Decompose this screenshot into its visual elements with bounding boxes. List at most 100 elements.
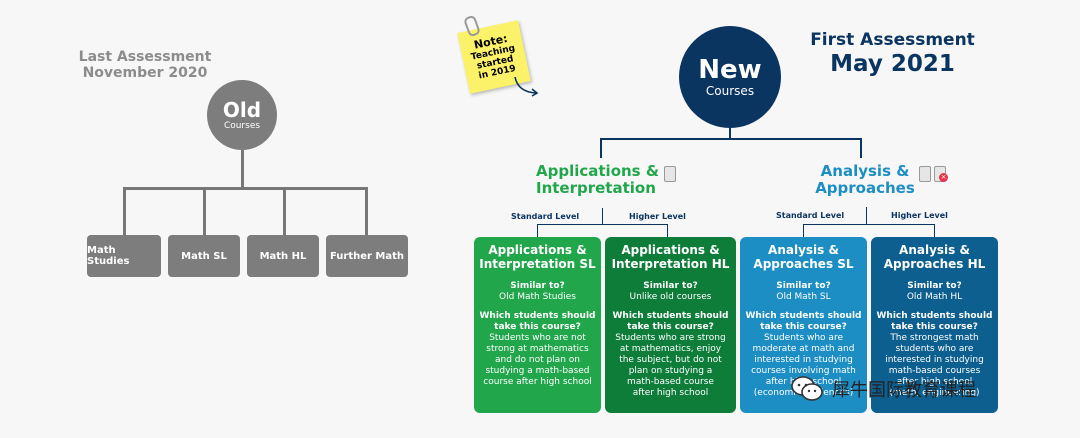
similar-answer: Old Math HL [906,292,963,302]
who-question-line: take this course? [627,322,714,332]
who-answer: Students who are strong at mathematics, … [610,333,731,399]
level-stub-ana-sl [803,224,804,237]
who-answer: The strongest math students who are inte… [876,333,993,399]
similar-question: Similar to? [907,281,962,291]
old-circle-title: Old [222,98,262,122]
who-question-line: Which students should [479,311,596,321]
old-trunk-line [241,150,244,188]
watermark-text: 犀牛国际教育课程 [832,380,976,401]
branch-ana-line-1: Analysis & [820,162,910,180]
note-arrow-icon [514,76,539,97]
who-question-line: Which students should [876,311,993,321]
branch-app-line-1: Applications & [536,162,659,180]
level-line-ana [803,224,934,225]
new-circle-title: New [698,55,762,85]
old-horizontal-line [123,187,368,190]
who-question-line: Which students should [745,311,862,321]
old-circle-subtitle: Courses [223,121,261,131]
similar-answer: Old Math SL [776,292,831,302]
level-line-app [537,224,667,225]
old-drop-line-1 [123,187,126,235]
who-answer-line: moderate at math and [752,344,855,354]
who-answer-line: (math, engineering) [889,388,980,398]
who-answer-line: Students who are not [489,333,586,343]
card-title-line: Analysis & [768,243,839,257]
old-course-math-sl: Math SL [168,235,240,277]
course-card-app-hl: Applications &Interpretation HL Similar … [605,237,736,413]
who-answer-line: at mathematics, enjoy [619,344,722,354]
who-answer-line: course after high school [483,377,592,387]
card-title: Applications &Interpretation HL [610,243,731,271]
who-answer: Students who are not strong at mathemati… [479,333,596,388]
new-courses-circle: New Courses [679,26,781,128]
old-drop-line-3 [283,187,286,235]
branch-app-line-2: Interpretation [536,179,656,197]
calculator-icon [919,166,931,182]
level-label-ana-hl: Higher Level [891,211,948,220]
old-course-further-math: Further Math [326,235,408,277]
branch-title-analysis: Analysis & Approaches [815,163,915,197]
branch-ana-line-2: Approaches [815,179,915,197]
who-answer-line: Students who are strong [615,333,726,343]
watermark: 犀牛国际教育课程 [790,372,1070,406]
new-drop-line-left [600,138,602,158]
course-card-ana-hl: Analysis &Approaches HL Similar to? Old … [871,237,998,413]
level-label-app-hl: Higher Level [629,212,686,221]
who-answer-line: interested in studying [754,355,853,365]
card-title-line: Interpretation SL [479,257,596,271]
card-title-line: Analysis & [899,243,970,257]
who-answer-line: interested in studying [885,355,984,365]
card-title-line: Approaches HL [883,257,986,271]
who-answer-line: students who are [895,344,974,354]
level-stub-app-hl [667,224,668,237]
new-trunk-line [729,128,731,139]
old-assessment-heading: Last Assessment November 2020 [70,49,220,81]
who-question-line: take this course? [760,322,847,332]
new-heading-line-2: May 2021 [830,51,955,77]
old-course-math-hl: Math HL [247,235,319,277]
who-answer-line: math-based course [627,377,714,387]
course-card-app-sl: Applications &Interpretation SL Similar … [474,237,601,413]
old-course-math-studies: Math Studies [87,235,161,277]
level-label-app-sl: Standard Level [511,212,580,221]
similar-question: Similar to? [776,281,831,291]
prohibited-icon: × [939,173,948,182]
who-answer-line: math-based courses [888,366,981,376]
who-answer-line: after high school [896,377,973,387]
similar-question: Similar to? [510,281,565,291]
card-title-line: Interpretation HL [611,257,730,271]
who-question-line: take this course? [891,322,978,332]
card-title: Applications &Interpretation SL [479,243,596,271]
old-drop-line-2 [203,187,206,235]
similar-question: Similar to? [643,281,698,291]
similar-answer: Unlike old courses [629,292,712,302]
old-heading-line-2: November 2020 [82,65,208,81]
level-divider-app [602,208,603,224]
card-title-line: Approaches SL [753,257,854,271]
new-circle-subtitle: Courses [705,84,755,98]
who-answer-line: after high school [632,388,709,398]
calculator-icon [664,166,676,182]
wechat-icon [791,376,823,401]
who-answer-line: Students who are [764,333,843,343]
level-stub-app-sl [537,224,538,237]
who-answer-line: plan on studying a [628,366,713,376]
old-drop-line-4 [365,187,368,235]
new-horizontal-line [600,138,862,140]
level-label-ana-sl: Standard Level [776,211,845,220]
new-heading-line-1: First Assessment [810,30,975,50]
level-stub-ana-hl [934,224,935,237]
level-divider-ana [866,207,867,224]
who-answer-line: courses involving math [751,366,856,376]
who-answer-line: and do not plan on [495,355,580,365]
who-answer-line: strong at mathematics [486,344,589,354]
similar-answer: Old Math Studies [499,292,576,302]
old-heading-line-1: Last Assessment [78,49,212,65]
who-question-line: take this course? [494,322,581,332]
who-answer-line: studying a math-based [485,366,590,376]
old-courses-circle: Old Courses [207,80,277,150]
